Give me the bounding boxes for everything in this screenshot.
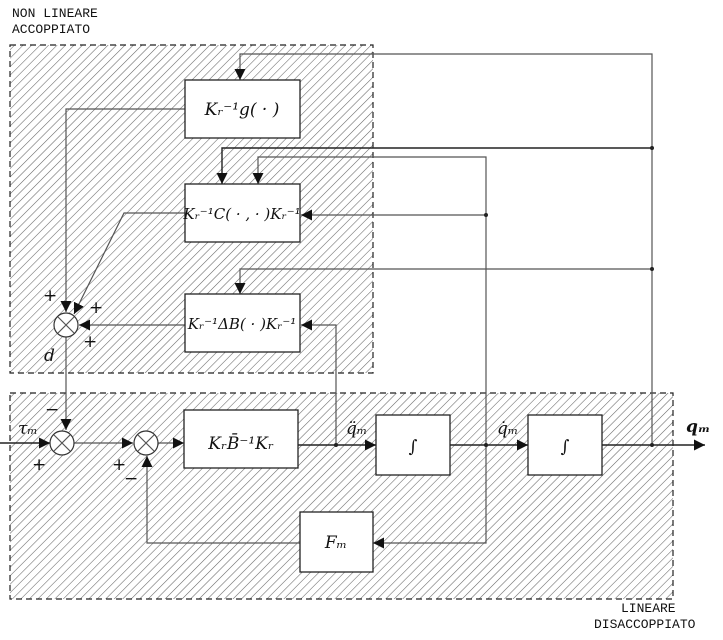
nonlinear-label-line1: NON LINEARE <box>12 6 98 21</box>
sign-minus: − <box>45 400 59 420</box>
nonlinear-label-line2: ACCOPPIATO <box>12 22 90 37</box>
sign-plus: + <box>83 332 97 352</box>
integrator-1-label: ∫ <box>409 437 418 457</box>
integrator-2-block: ∫ <box>527 414 603 476</box>
q-m-output-label: qₘ <box>686 417 710 437</box>
linear-label-line1: LINEARE <box>621 601 676 616</box>
sign-plus: + <box>43 286 57 306</box>
junction-dots <box>334 146 654 447</box>
summing-junction-2 <box>133 430 159 456</box>
linear-label-line2: DISACCOPPIATO <box>594 617 696 632</box>
summing-junction-1 <box>49 430 75 456</box>
tau-m-label: τₘ <box>18 419 38 439</box>
inertia-block: KᵣB̄⁻¹Kᵣ <box>183 409 299 469</box>
coriolis-block-label: Kᵣ⁻¹C( · , · )Kᵣ⁻¹ <box>182 205 300 223</box>
gravity-block-label: Kᵣ⁻¹g( · ) <box>204 100 280 120</box>
sign-minus: − <box>124 469 138 489</box>
sign-plus: + <box>89 298 103 318</box>
disturbance-label: d <box>44 346 55 366</box>
qdd-m-label: q̈ₘ <box>346 419 367 439</box>
coriolis-block: Kᵣ⁻¹C( · , · )Kᵣ⁻¹ <box>182 183 301 243</box>
qd-m-label: q̇ₘ <box>497 419 518 439</box>
integrator-1-block: ∫ <box>375 414 451 476</box>
feedback-block: Fₘ <box>299 511 374 573</box>
sign-plus: + <box>112 455 126 475</box>
wires <box>0 53 705 549</box>
friction-block-label: Kᵣ⁻¹ΔB( · )Kᵣ⁻¹ <box>187 315 297 333</box>
feedback-block-label: Fₘ <box>324 533 347 553</box>
gravity-block: Kᵣ⁻¹g( · ) <box>184 79 301 139</box>
sign-plus: + <box>32 455 46 475</box>
inertia-block-label: KᵣB̄⁻¹Kᵣ <box>207 432 274 454</box>
top-summing-junction <box>53 312 79 338</box>
integrator-2-label: ∫ <box>561 437 570 457</box>
friction-block: Kᵣ⁻¹ΔB( · )Kᵣ⁻¹ <box>184 293 301 353</box>
